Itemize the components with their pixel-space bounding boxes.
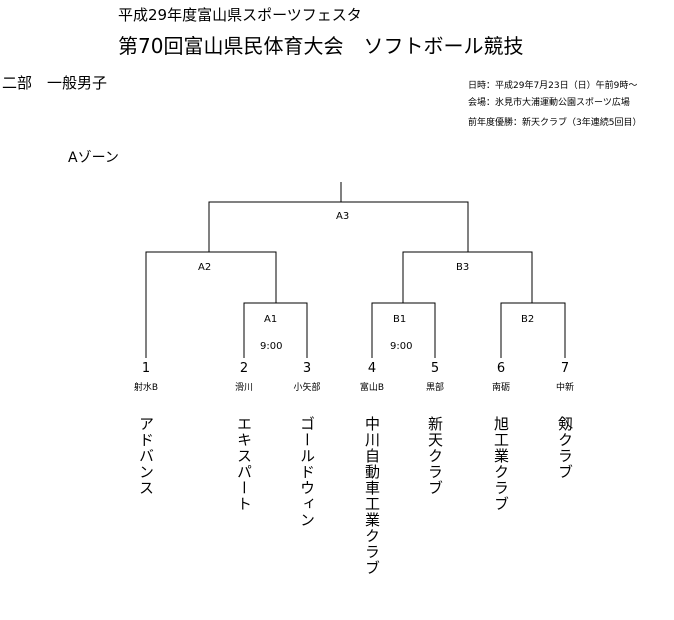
seed-number: 1 — [142, 361, 150, 376]
event-date: 日時：平成29年7月23日（日）午前9時～ — [468, 81, 638, 91]
seed-number: 2 — [240, 361, 248, 376]
bracket-a2 — [145, 251, 277, 358]
event-venue: 会場：氷見市大浦運動公園スポーツ広場 — [468, 98, 630, 108]
school-name: 滑川 — [235, 382, 253, 393]
team-name: アドバンス — [137, 416, 155, 496]
match-b1-time: 9:00 — [390, 341, 412, 352]
event-subtitle: 平成29年度富山県スポーツフェスタ — [118, 6, 362, 24]
match-b3-label: B3 — [456, 262, 469, 273]
seed-number: 3 — [303, 361, 311, 376]
school-name: 南砺 — [492, 381, 510, 393]
bracket-a3 — [208, 201, 469, 252]
school-name: 黒部 — [426, 381, 444, 393]
team-name: 旭工業クラブ — [492, 416, 510, 512]
bracket-b1 — [371, 302, 436, 358]
team-name: 剱クラブ — [556, 416, 574, 480]
team-name: ゴールドウィン — [298, 416, 316, 528]
school-name: 射水B — [134, 381, 158, 393]
match-a2-label: A2 — [198, 262, 211, 273]
match-a1-time: 9:00 — [260, 341, 282, 352]
seed-number: 4 — [368, 361, 376, 376]
bracket-a1 — [243, 302, 308, 358]
zone-label: Aゾーン — [68, 150, 119, 166]
seed-number: 5 — [431, 361, 439, 376]
team-name: 新天クラブ — [426, 416, 444, 496]
match-b1-label: B1 — [393, 314, 406, 325]
match-a1-label: A1 — [264, 314, 277, 325]
seed-number: 6 — [497, 361, 505, 376]
school-name: 富山B — [360, 381, 384, 393]
match-a3-label: A3 — [336, 211, 349, 222]
seed-number: 7 — [561, 361, 569, 376]
division-label: 二部 一般男子 — [2, 74, 108, 92]
previous-champion: 前年度優勝：新天クラブ（3年連続5回目） — [468, 118, 642, 128]
bracket-b3 — [402, 251, 533, 303]
page-title: 第70回富山県民体育大会 ソフトボール競技 — [118, 34, 524, 58]
school-name: 中新 — [556, 381, 574, 393]
school-name: 小矢部 — [293, 381, 320, 393]
match-b2-label: B2 — [521, 314, 534, 325]
bracket-b2 — [500, 302, 566, 358]
team-name: エキスパート — [235, 416, 253, 512]
team-name: 中川自動車工業クラブ — [363, 416, 381, 576]
